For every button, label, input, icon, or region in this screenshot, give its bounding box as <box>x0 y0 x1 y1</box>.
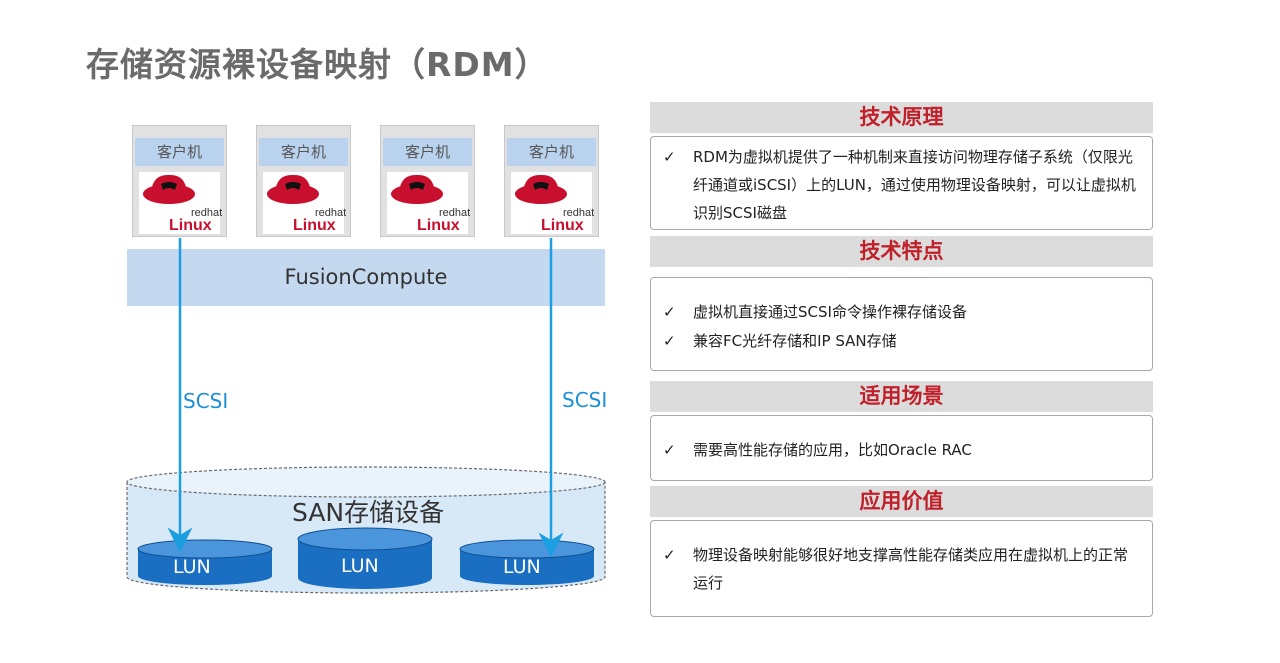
section-header-principle: 技术原理 <box>650 102 1153 133</box>
scsi-label-left: SCSI <box>183 389 229 413</box>
section-box-features: ✓ 虚拟机直接通过SCSI命令操作裸存储设备 ✓ 兼容FC光纤存储和IP SAN… <box>650 277 1153 371</box>
list-item: ✓ 需要高性能存储的应用，比如Oracle RAC <box>663 436 1140 464</box>
check-icon: ✓ <box>663 441 676 459</box>
page-title: 存储资源裸设备映射（RDM） <box>86 45 549 84</box>
svg-text:redhat: redhat <box>439 207 470 219</box>
check-icon: ✓ <box>663 148 676 166</box>
section-header-scenarios: 适用场景 <box>650 381 1153 412</box>
svg-text:Linux: Linux <box>541 217 584 234</box>
check-icon: ✓ <box>663 546 676 564</box>
client-label: 客户机 <box>259 138 348 166</box>
lun-label: LUN <box>503 556 541 578</box>
lun-disk <box>137 539 273 585</box>
redhat-linux-logo: redhat Linux <box>511 172 594 234</box>
san-storage-label: SAN存储设备 <box>292 498 445 527</box>
lun-disk <box>297 527 433 589</box>
client-label: 客户机 <box>135 138 224 166</box>
lun-label: LUN <box>341 555 379 577</box>
client-label: 客户机 <box>507 138 596 166</box>
redhat-linux-logo: redhat Linux <box>139 172 222 234</box>
client-label: 客户机 <box>383 138 472 166</box>
check-icon: ✓ <box>663 332 676 350</box>
scsi-label-right: SCSI <box>562 388 608 412</box>
client-vm: 客户机 redhat Linux <box>256 125 351 237</box>
svg-text:redhat: redhat <box>315 207 346 219</box>
fusioncompute-layer: FusionCompute <box>127 249 605 306</box>
check-icon: ✓ <box>663 303 676 321</box>
section-header-value: 应用价值 <box>650 486 1153 517</box>
list-item: ✓ 物理设备映射能够很好地支撑高性能存储类应用在虚拟机上的正常运行 <box>663 541 1140 597</box>
section-box-principle: ✓ RDM为虚拟机提供了一种机制来直接访问物理存储子系统（仅限光纤通道或iSCS… <box>650 136 1153 230</box>
section-header-features: 技术特点 <box>650 236 1153 267</box>
svg-text:Linux: Linux <box>169 217 212 234</box>
list-item: ✓ 兼容FC光纤存储和IP SAN存储 <box>663 327 1140 355</box>
svg-text:redhat: redhat <box>563 207 594 219</box>
redhat-linux-logo: redhat Linux <box>387 172 470 234</box>
svg-text:Linux: Linux <box>417 217 460 234</box>
client-vm: 客户机 redhat Linux <box>132 125 227 237</box>
redhat-linux-logo: redhat Linux <box>263 172 346 234</box>
client-vm: 客户机 redhat Linux <box>380 125 475 237</box>
client-vm: 客户机 redhat Linux <box>504 125 599 237</box>
list-item: ✓ RDM为虚拟机提供了一种机制来直接访问物理存储子系统（仅限光纤通道或iSCS… <box>663 143 1140 227</box>
svg-text:Linux: Linux <box>293 217 336 234</box>
lun-label: LUN <box>173 556 211 578</box>
section-box-value: ✓ 物理设备映射能够很好地支撑高性能存储类应用在虚拟机上的正常运行 <box>650 520 1153 617</box>
list-item: ✓ 虚拟机直接通过SCSI命令操作裸存储设备 <box>663 298 1140 326</box>
svg-text:redhat: redhat <box>191 207 222 219</box>
section-box-scenarios: ✓ 需要高性能存储的应用，比如Oracle RAC <box>650 415 1153 481</box>
